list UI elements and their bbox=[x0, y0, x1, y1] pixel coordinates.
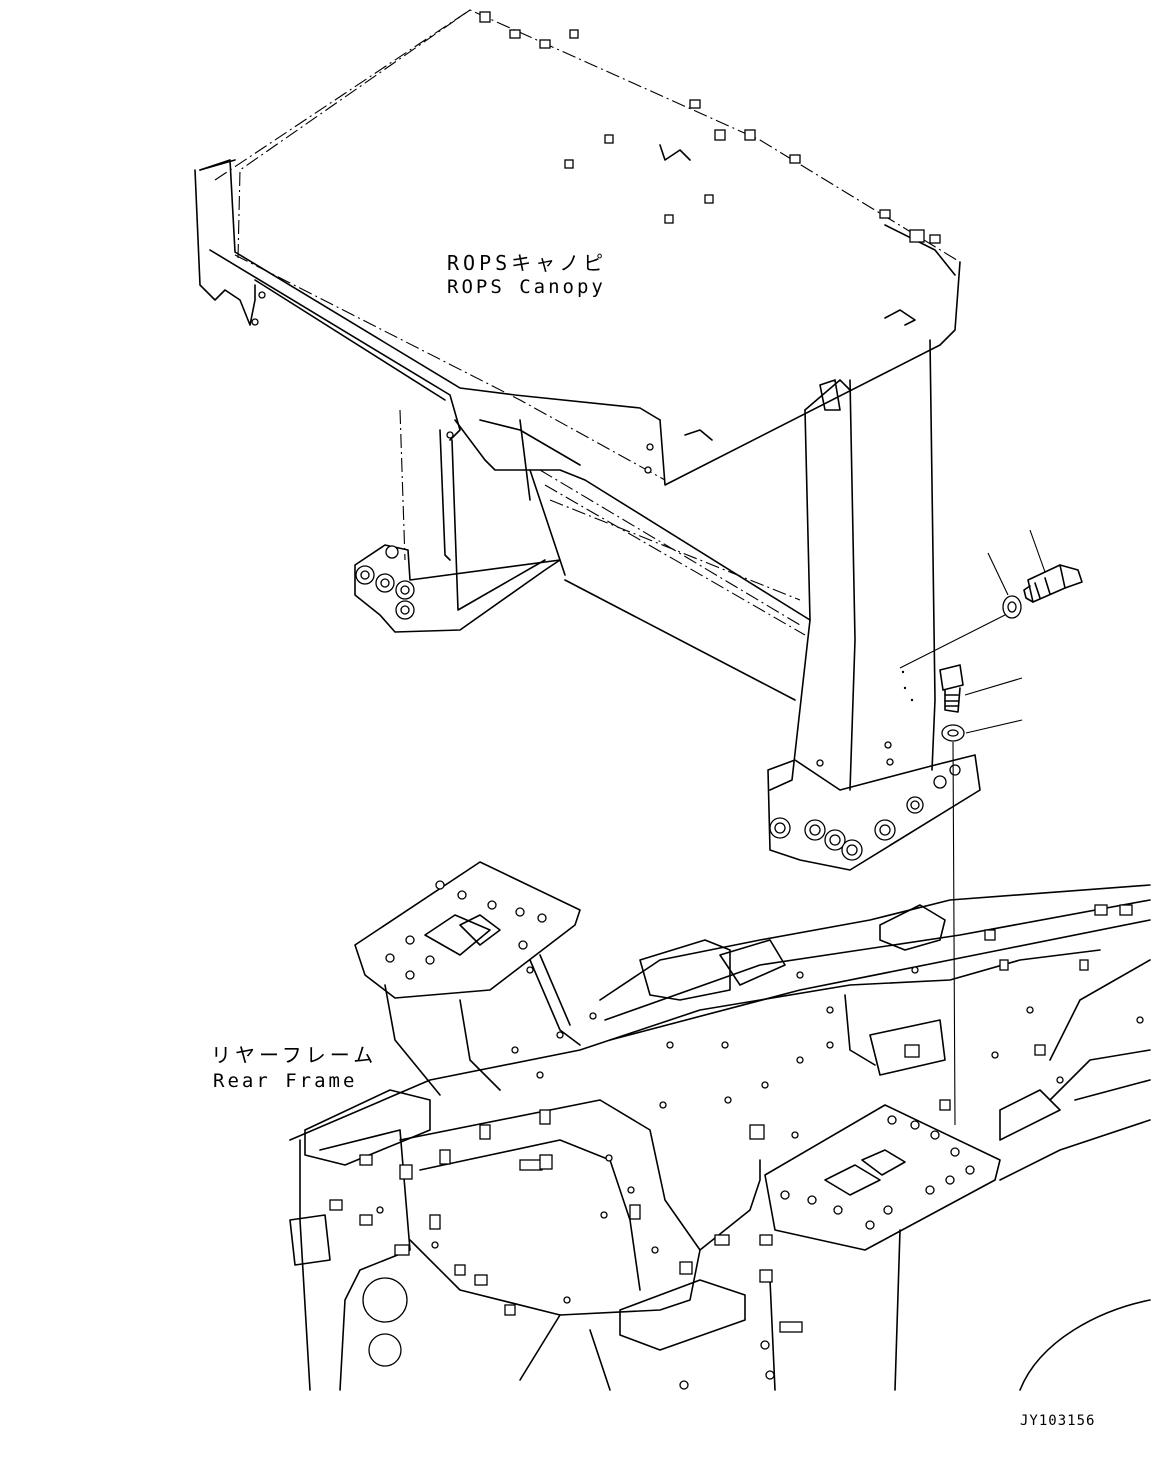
frame-label-jp: リヤーフレーム bbox=[211, 1043, 377, 1067]
rear-frame bbox=[289, 861, 1151, 1391]
washer-lower bbox=[941, 724, 965, 742]
drawing-id: JY103156 bbox=[1020, 1413, 1095, 1429]
rops-canopy bbox=[194, 9, 981, 871]
washer-upper bbox=[1002, 595, 1022, 619]
bolt-lower bbox=[939, 664, 964, 713]
canopy-label-jp: ROPSキャノピ bbox=[447, 251, 607, 275]
canopy-label-en: ROPS Canopy bbox=[447, 276, 606, 298]
leader-lines bbox=[899, 529, 1046, 1126]
bolt-upper bbox=[1023, 564, 1083, 603]
frame-label-en: Rear Frame bbox=[213, 1070, 357, 1092]
